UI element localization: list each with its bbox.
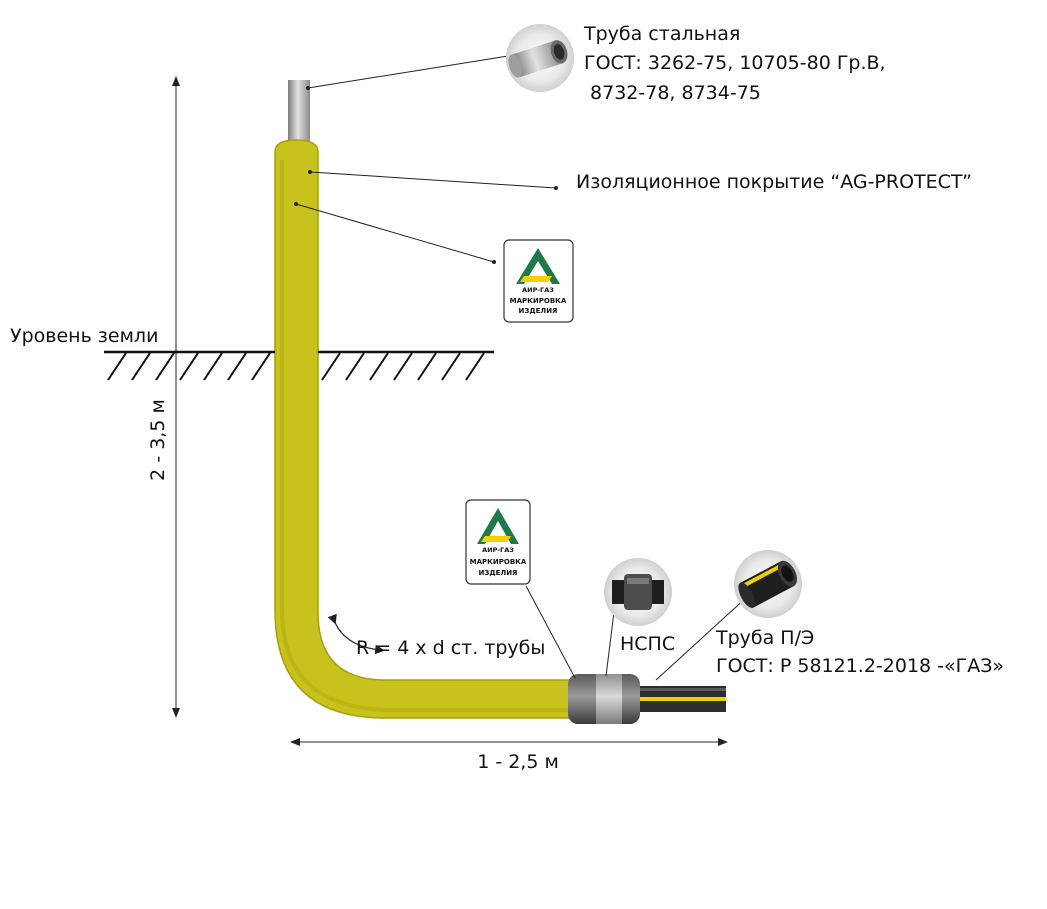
pe-pipe-gost: ГОСТ: Р 58121.2-2018 -«ГАЗ» [716,655,1004,677]
steel-pipe-icon [506,24,574,92]
insulation-label: Изоляционное покрытие “AG-PROTECT” [576,171,972,193]
ground-level-line [104,350,494,381]
badge-brand: АИР-ГАЗ [522,286,554,294]
steel-pipe-top [288,80,310,152]
air-gas-logo-icon [477,508,519,544]
coupling-label: НСПС [620,633,675,655]
bend-radius-label: R = 4 x d ст. трубы [356,637,545,659]
marking-badge-upper: АИР-ГАЗ МАРКИРОВКА ИЗДЕЛИЯ [503,239,574,323]
pe-pipe-icon [734,550,802,618]
badge-line2: ИЗДЕЛИЯ [479,569,518,577]
depth-dimension [172,76,180,718]
length-dimension [290,738,728,746]
coupling-nsps [568,674,640,724]
steel-pipe-gost-line1: ГОСТ: 3262-75, 10705-80 Гр.В, [584,52,886,74]
badge-line1: МАРКИРОВКА [510,297,567,305]
leader-lines [295,55,749,681]
air-gas-logo-icon [516,248,560,284]
badge-brand: АИР-ГАЗ [482,546,514,554]
badge-line2: ИЗДЕЛИЯ [519,307,558,315]
steel-pipe-gost-line2: 8732-78, 8734-75 [584,82,761,104]
steel-pipe-title: Труба стальная [583,23,740,45]
pe-pipe-title: Труба П/Э [715,627,814,649]
length-label: 1 - 2,5 м [477,751,559,773]
bend-radius-arrow [327,613,385,655]
badge-line1: МАРКИРОВКА [470,558,527,566]
coated-pipe [274,139,576,719]
coupling-icon [604,558,672,626]
ground-level-label: Уровень земли [10,325,158,347]
depth-label: 2 - 3,5 м [147,399,169,481]
pe-pipe [630,686,726,712]
marking-badge-lower: АИР-ГАЗ МАРКИРОВКА ИЗДЕЛИЯ [465,499,531,585]
